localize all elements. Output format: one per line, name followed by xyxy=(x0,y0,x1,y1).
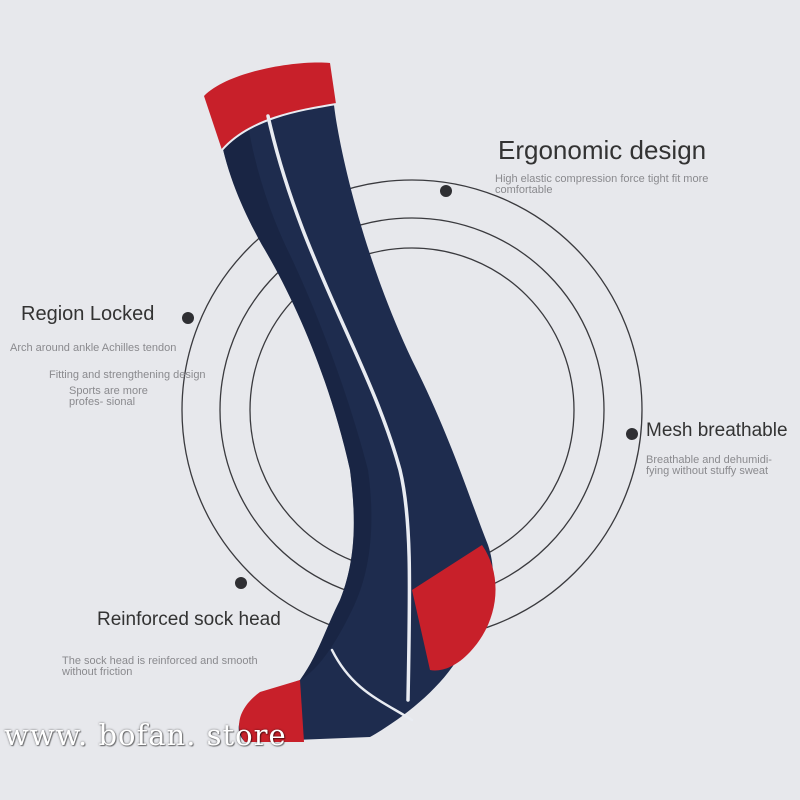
mesh-desc: Breathable and dehumidi- fying without s… xyxy=(646,454,772,477)
sock-shading xyxy=(215,100,372,680)
sock-heel xyxy=(412,545,496,671)
mesh-title: Mesh breathable xyxy=(646,420,788,441)
sock-cuff xyxy=(204,62,336,150)
watermark: www. bofan. store xyxy=(4,718,287,752)
region-desc-3: Sports are more profes- sional xyxy=(69,385,148,408)
sock-stripe-2 xyxy=(330,648,414,722)
sock-toe xyxy=(239,680,304,742)
region-desc-2: Fitting and strengthening design xyxy=(49,369,206,381)
cuff-edge xyxy=(221,103,337,151)
ergonomic-desc: High elastic compression force tight fit… xyxy=(495,173,709,196)
region-desc-1: Arch around ankle Achilles tendon xyxy=(10,342,177,354)
reinforced-marker-dot xyxy=(235,577,247,589)
region-title: Region Locked xyxy=(21,303,155,325)
sock-stripe xyxy=(266,114,412,702)
ergonomic-marker-dot xyxy=(440,185,452,197)
reinforced-desc: The sock head is reinforced and smooth w… xyxy=(62,655,258,678)
mesh-marker-dot xyxy=(626,428,638,440)
ergonomic-title: Ergonomic design xyxy=(498,135,707,165)
region-marker-dot xyxy=(182,312,194,324)
reinforced-title: Reinforced sock head xyxy=(97,609,281,630)
